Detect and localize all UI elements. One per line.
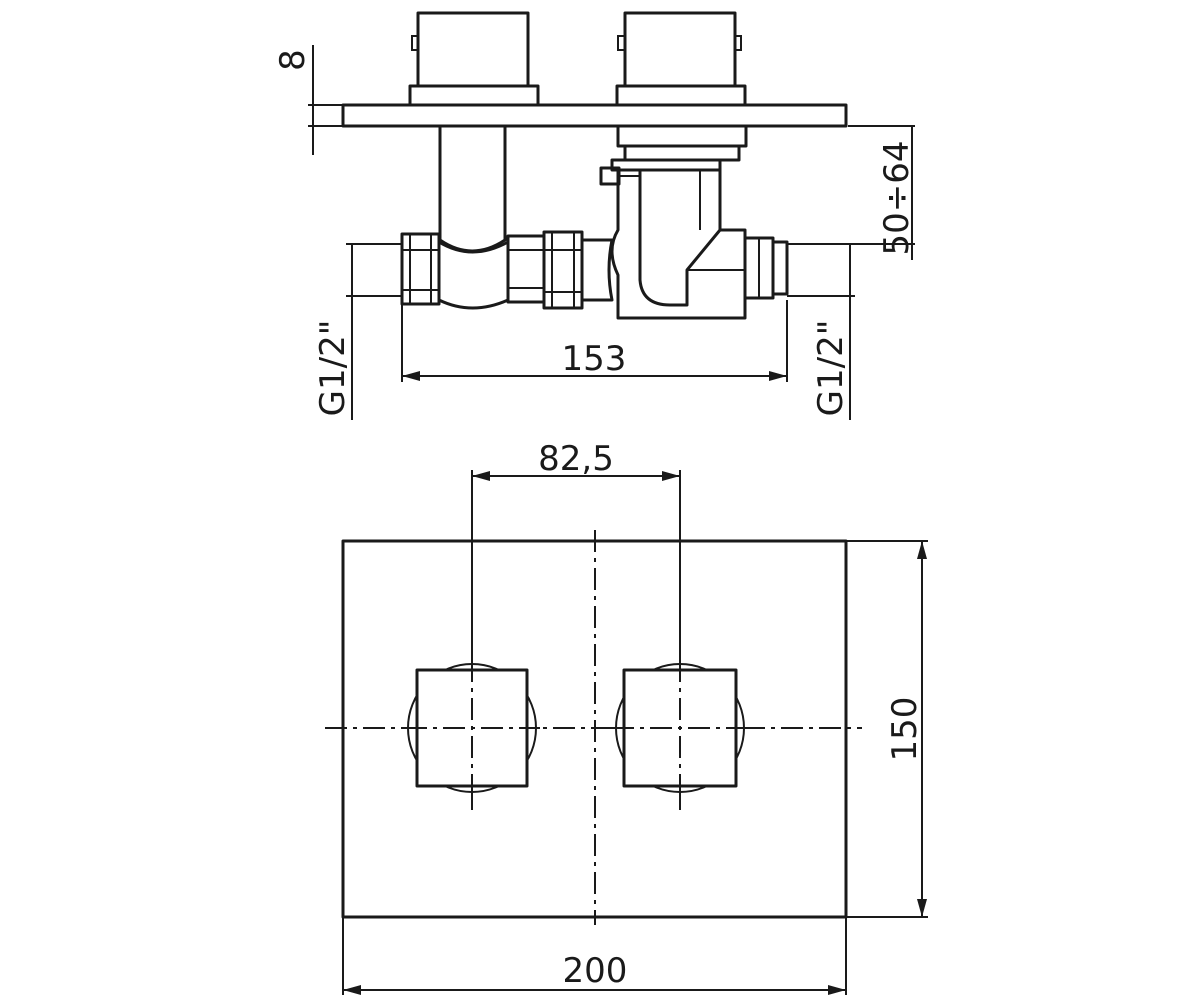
mixer-body	[610, 168, 789, 320]
dim-plate-width-label: 200	[563, 951, 628, 991]
dim-inlet-right-label: G1/2"	[811, 320, 851, 417]
dim-inlet-right: G1/2"	[787, 243, 855, 420]
dim-installation-depth: 50÷64	[786, 125, 917, 260]
dim-plate-thickness-label: 8	[273, 49, 313, 71]
front-view: 82,5 150 200	[325, 439, 928, 995]
side-view: 8 50÷64 G1/2" G1/2"	[273, 11, 917, 420]
dim-inlet-spacing: 153	[401, 300, 788, 382]
left-stem	[438, 124, 507, 253]
right-handle-front	[612, 660, 748, 796]
left-handle-front	[405, 660, 540, 796]
dim-installation-depth-label: 50÷64	[877, 140, 917, 255]
dim-plate-height-label: 150	[885, 697, 925, 762]
dim-inlet-left-label: G1/2"	[313, 320, 353, 417]
dim-handle-spacing-label: 82,5	[538, 439, 614, 479]
dim-inlet-spacing-label: 153	[562, 339, 627, 379]
right-cartridge	[599, 124, 748, 186]
dim-plate-height: 150	[846, 540, 928, 918]
dim-handle-spacing: 82,5	[471, 439, 681, 640]
left-inlet-assembly	[400, 230, 614, 310]
dim-plate-thickness: 8	[273, 45, 343, 155]
right-handle-side	[615, 11, 747, 107]
dim-plate-width: 200	[342, 917, 847, 995]
dim-inlet-left: G1/2"	[313, 243, 402, 420]
left-handle-side	[408, 11, 540, 107]
cover-plate-side	[341, 103, 848, 128]
